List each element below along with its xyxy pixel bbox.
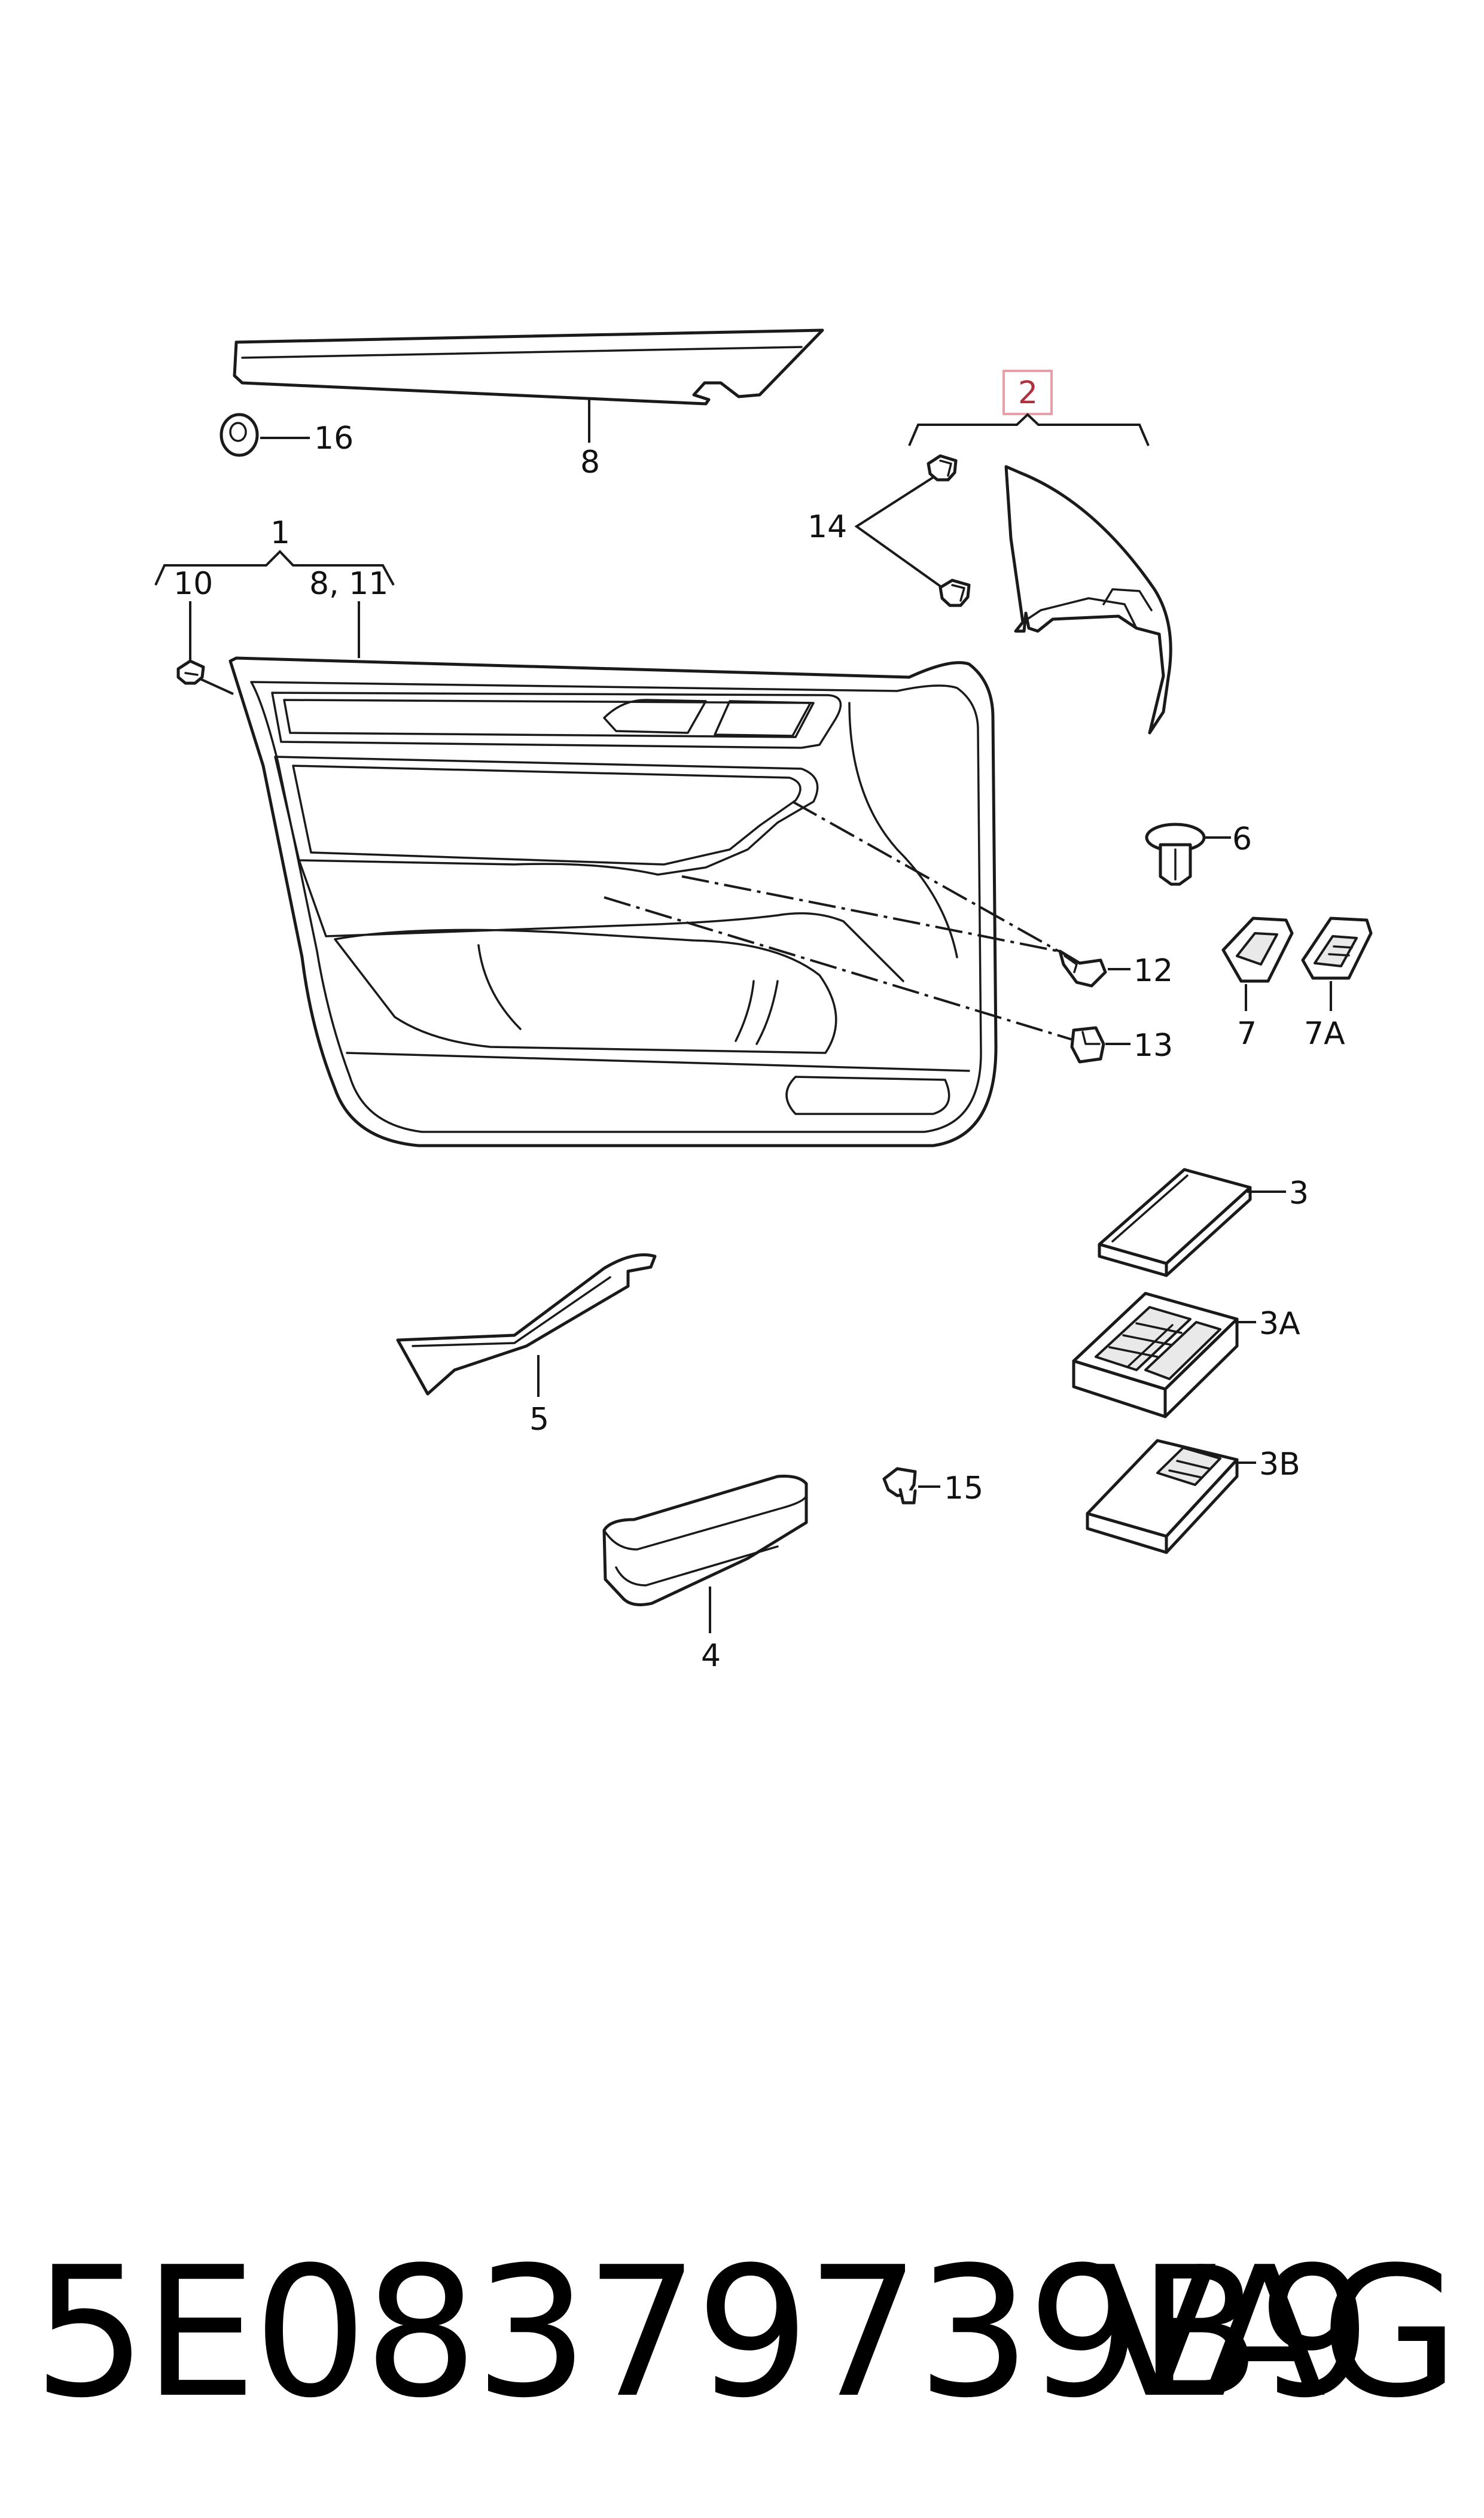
- callout-6: 6: [1232, 821, 1252, 857]
- callout-3a: 3A: [1259, 1306, 1300, 1342]
- callout-4: 4: [701, 1638, 721, 1674]
- part-3b-window-switch-1: [1086, 1439, 1239, 1554]
- callout-14: 14: [807, 509, 847, 545]
- part-14-clip-upper: [927, 454, 958, 482]
- callout-5: 5: [529, 1402, 549, 1438]
- callout-2: 2: [1018, 375, 1038, 411]
- callout-12: 12: [1133, 953, 1173, 989]
- callout-8-11: 8, 11: [309, 566, 388, 602]
- part-4-pocket: [602, 1475, 808, 1606]
- callout-7a: 7A: [1304, 1016, 1345, 1052]
- bracket-1: [154, 550, 395, 586]
- part-15-clip: [882, 1467, 917, 1505]
- leader-14: [854, 476, 943, 589]
- part-10-clip: [176, 659, 205, 685]
- part-16-washer: [220, 413, 259, 457]
- dash-12-b: [681, 875, 1059, 952]
- part-7-bezel: [1221, 917, 1294, 983]
- part-13-clip: [1070, 1026, 1105, 1064]
- part-3a-window-switch-4: [1072, 1292, 1239, 1418]
- callout-16: 16: [314, 421, 354, 456]
- callout-15: 15: [944, 1470, 983, 1506]
- part-2-corner-trim: [1004, 465, 1172, 735]
- dash-13: [604, 896, 1077, 1042]
- part-3-switch-blank: [1098, 1168, 1252, 1277]
- part-7a-bezel: [1301, 917, 1373, 980]
- leader-10-to-panel: [200, 678, 234, 695]
- part-6-rivet: [1145, 823, 1206, 886]
- footer: 5E08379739B9 VAG: [0, 2213, 1484, 2453]
- dash-12-a: [792, 800, 1059, 952]
- bracket-2: [908, 413, 1150, 446]
- part-1-door-panel: [228, 656, 998, 1147]
- part-number: 5E08379739B9: [33, 2228, 1372, 2437]
- part-14-clip-lower: [938, 578, 971, 607]
- callout-3: 3: [1289, 1176, 1309, 1211]
- callout-3b: 3B: [1259, 1447, 1300, 1482]
- part-5-armrest-trim: [396, 1253, 657, 1396]
- part-12-screw: [1058, 949, 1107, 988]
- callout-7: 7: [1237, 1016, 1257, 1052]
- part-8-trim-strip: [233, 328, 824, 406]
- brand-label: VAG: [1094, 2228, 1459, 2437]
- callout-13: 13: [1133, 1028, 1173, 1064]
- callout-10: 10: [173, 566, 213, 602]
- callout-8: 8: [580, 444, 600, 480]
- callout-1: 1: [270, 515, 290, 551]
